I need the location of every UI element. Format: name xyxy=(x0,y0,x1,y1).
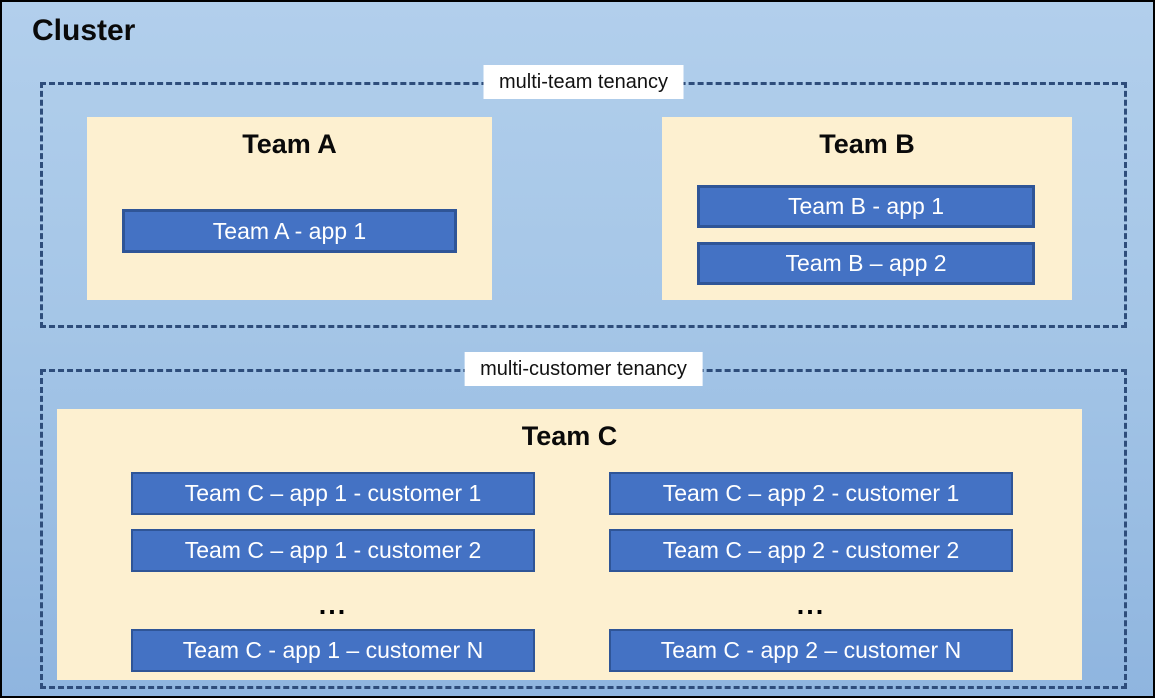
team-c-app2-customer-1-node: Team C – app 2 - customer 1 xyxy=(609,472,1013,515)
team-c-app1-ellipsis: ... xyxy=(318,590,348,620)
team-a-box: Team A Team A - app 1 xyxy=(87,117,492,300)
team-b-box: Team B Team B - app 1 Team B – app 2 xyxy=(662,117,1072,300)
team-c-app2-customer-2-node: Team C – app 2 - customer 2 xyxy=(609,529,1013,572)
team-c-title: Team C xyxy=(521,421,618,451)
multi-team-tenancy-region: multi-team tenancy Team A Team A - app 1… xyxy=(40,65,1127,328)
team-c-app1-customer-n-node: Team C - app 1 – customer N xyxy=(131,629,535,672)
team-a-app-1-node: Team A - app 1 xyxy=(122,209,457,253)
team-c-app2-customer-n-node: Team C - app 2 – customer N xyxy=(609,629,1013,672)
team-c-app1-column: Team C – app 1 - customer 1 Team C – app… xyxy=(131,472,535,672)
team-c-app1-customer-2-node: Team C – app 1 - customer 2 xyxy=(131,529,535,572)
team-b-app-2-node: Team B – app 2 xyxy=(697,242,1035,285)
multi-customer-tenancy-region: multi-customer tenancy Team C Team C – a… xyxy=(40,352,1127,689)
multi-team-tenancy-label: multi-team tenancy xyxy=(483,65,684,99)
team-c-app2-ellipsis: ... xyxy=(796,590,826,620)
cluster-title: Cluster xyxy=(32,14,136,47)
team-c-app2-column: Team C – app 2 - customer 1 Team C – app… xyxy=(609,472,1013,672)
multi-customer-tenancy-label: multi-customer tenancy xyxy=(464,352,703,386)
team-c-app1-customer-1-node: Team C – app 1 - customer 1 xyxy=(131,472,535,515)
team-b-app-1-node: Team B - app 1 xyxy=(697,185,1035,228)
team-a-title: Team A xyxy=(242,129,337,159)
team-c-box: Team C Team C – app 1 - customer 1 Team … xyxy=(57,409,1082,680)
team-b-title: Team B xyxy=(819,129,915,159)
